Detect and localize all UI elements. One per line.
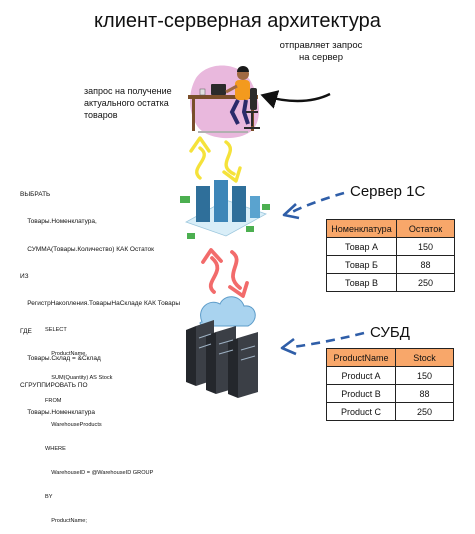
table-row: Product A 150: [326, 366, 454, 385]
query-1c-code: ВЫБРАТЬ Товары.Номенклатура, СУММА(Товар…: [20, 172, 180, 427]
code-line: SELECT: [45, 326, 67, 333]
server-rack: [232, 186, 246, 222]
diagram-title: клиент-серверная архитектура: [94, 10, 381, 32]
table-cell: Товар В: [326, 273, 397, 292]
table-cell: 150: [396, 237, 455, 256]
code-line: BY: [45, 493, 53, 500]
person-hair: [237, 66, 249, 72]
server-1c-illustration: [180, 180, 270, 239]
screen-icon: [262, 204, 270, 210]
red-arrow-down: [230, 250, 242, 290]
dbms-servers-illustration: [186, 296, 258, 398]
code-line: FROM: [45, 398, 62, 405]
table-header-cell: Остаток: [396, 219, 455, 238]
dashed-arrowhead: [280, 337, 297, 356]
person-torso: [235, 80, 250, 100]
response-arrows: [201, 248, 249, 298]
table-row: Товар В 250: [326, 273, 455, 292]
server-slot: [218, 349, 234, 355]
server-tower: [206, 332, 216, 394]
server-rack: [196, 186, 210, 222]
table-cell: Product C: [326, 402, 396, 421]
dashed-arrow-dbms: [291, 331, 365, 349]
screen-icon: [187, 233, 195, 239]
table-cell: 150: [395, 366, 454, 385]
label-pointer-arrows: [280, 191, 365, 356]
person-arm: [225, 84, 238, 94]
mug-icon: [199, 88, 206, 96]
red-arrowhead: [201, 248, 223, 264]
code-line: ProductName;: [45, 517, 87, 524]
server-rack: [214, 180, 228, 222]
code-line: Товары.Номенклатура: [20, 409, 96, 417]
table-cell: 88: [396, 255, 455, 274]
table-header-row: ProductName Stock: [326, 348, 454, 367]
server-slot: [198, 333, 212, 339]
diagram-graphics: [180, 65, 365, 398]
screen-icon: [246, 226, 254, 232]
code-line: Товары.Склад = &Склад: [20, 354, 101, 362]
request-pointer-arrow: [260, 90, 331, 109]
desk-top: [188, 95, 258, 99]
table-cell: Product A: [326, 366, 396, 385]
laptop-icon: [211, 84, 226, 95]
person-legs: [229, 99, 250, 125]
code-line: WarehouseID = @WarehouseID GROUP: [45, 470, 154, 477]
desk-leg: [192, 99, 195, 131]
note-stock-query: запрос на получение актуального остатка …: [84, 86, 172, 120]
yellow-arrowhead: [222, 166, 242, 183]
client-workstation-illustration: [188, 65, 260, 139]
red-arrowhead: [228, 281, 249, 298]
cloud-icon: [199, 296, 256, 327]
server-tower: [186, 326, 196, 386]
code-line: ВЫБРАТЬ: [20, 191, 51, 199]
request-arrows: [189, 136, 242, 183]
code-line: SUM(Quantity) AS Stock: [45, 374, 113, 381]
code-line: СГРУППИРОВАТЬ ПО: [20, 382, 88, 390]
chair-base: [244, 111, 260, 129]
screen-icon: [180, 196, 190, 203]
yellow-arrowhead: [189, 136, 211, 153]
code-line: ИЗ: [20, 273, 29, 281]
table-header-cell: Номенклатура: [326, 219, 397, 238]
code-line: СУММА(Товары.Количество) КАК Остаток: [20, 245, 154, 253]
server-slot: [218, 339, 234, 345]
dashed-arrow-server: [291, 191, 345, 214]
caption-bar: [198, 131, 248, 133]
server-tower: [238, 332, 258, 398]
office-chair: [250, 88, 257, 110]
red-arrow-up: [208, 256, 220, 294]
label-server-1c: Сервер 1С: [350, 183, 426, 200]
code-line: Товары.Номенклатура,: [20, 218, 97, 226]
code-line: ProductName,: [45, 350, 87, 357]
server-slot: [240, 345, 256, 351]
label-dbms: СУБД: [370, 324, 410, 341]
code-line: РегистрНакопления.ТоварыНаСкладе КАК Тов…: [20, 300, 181, 308]
table-1c-result: Номенклатура Остаток Товар А 150 Товар Б…: [326, 219, 455, 292]
code-line: WHERE: [45, 446, 66, 453]
table-row: Товар А 150: [326, 237, 455, 256]
table-cell: 250: [395, 402, 454, 421]
code-line: WarehouseProducts: [45, 422, 102, 429]
code-line: ГДЕ: [20, 327, 32, 335]
server-slot: [198, 343, 212, 349]
server-tower: [228, 338, 238, 398]
server-rack: [250, 196, 260, 218]
yellow-arrow-down: [224, 140, 236, 176]
yellow-arrow-up: [195, 146, 206, 180]
dashed-arrowhead: [282, 203, 300, 220]
table-cell: 250: [396, 273, 455, 292]
table-sql-result: ProductName Stock Product A 150 Product …: [326, 348, 454, 421]
table-header-row: Номенклатура Остаток: [326, 219, 455, 238]
table-row: Product C 250: [326, 402, 454, 421]
note-sends-request: отправляет запрос на сервер: [279, 40, 363, 63]
table-header-cell: ProductName: [326, 348, 396, 367]
server-slot: [240, 355, 256, 361]
table-row: Товар Б 88: [326, 255, 455, 274]
